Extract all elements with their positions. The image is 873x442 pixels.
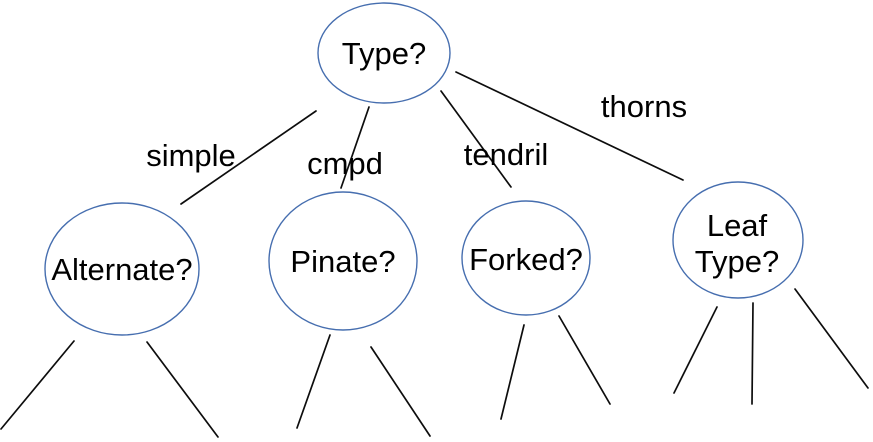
- node-forked-ellipse: [461, 200, 591, 316]
- edge-label-simple: simple: [146, 138, 236, 173]
- node-pinate: Pinate?: [268, 191, 418, 331]
- edge-type-to-pinate-line: [340, 106, 370, 189]
- edge-type-to-leaftype-line: [455, 71, 684, 181]
- node-leaf-type-label-line2: Type?: [695, 244, 779, 279]
- edge-type-to-alternate-line: [180, 110, 317, 205]
- node-alternate-ellipse: [44, 202, 200, 336]
- node-alternate-label: Alternate?: [51, 252, 192, 287]
- edge-pinate-child-left-line: [296, 334, 331, 429]
- node-leaf-type-label-line1: Leaf: [707, 208, 768, 243]
- node-type: Type?: [317, 2, 451, 104]
- edge-forked-child-left-line: [500, 324, 525, 420]
- edge-label-cmpd: cmpd: [307, 146, 383, 181]
- edge-label-tendril: tendril: [464, 137, 548, 172]
- node-pinate-ellipse: [268, 191, 418, 331]
- node-forked: Forked?: [461, 200, 591, 316]
- edge-leaftype-child-middle-line: [751, 302, 754, 405]
- edge-alternate-child-right-line: [146, 341, 219, 438]
- edge-type-to-forked-line: [440, 90, 512, 188]
- edge-pinate-child-right-line: [370, 346, 431, 437]
- node-type-ellipse: [317, 2, 451, 104]
- edge-leaftype-child-left-line: [673, 306, 718, 394]
- node-leaf-type: Leaf Type?: [672, 181, 804, 299]
- node-forked-label: Forked?: [469, 242, 583, 277]
- edge-forked-child-right-line: [558, 315, 611, 405]
- edge-label-thorns: thorns: [601, 89, 687, 124]
- node-alternate: Alternate?: [44, 202, 200, 336]
- edge-alternate-child-left-line: [0, 340, 75, 430]
- node-type-label: Type?: [342, 36, 426, 71]
- node-leaf-type-ellipse: [672, 181, 804, 299]
- node-pinate-label: Pinate?: [290, 244, 395, 279]
- edge-leaftype-child-right-line: [794, 288, 869, 389]
